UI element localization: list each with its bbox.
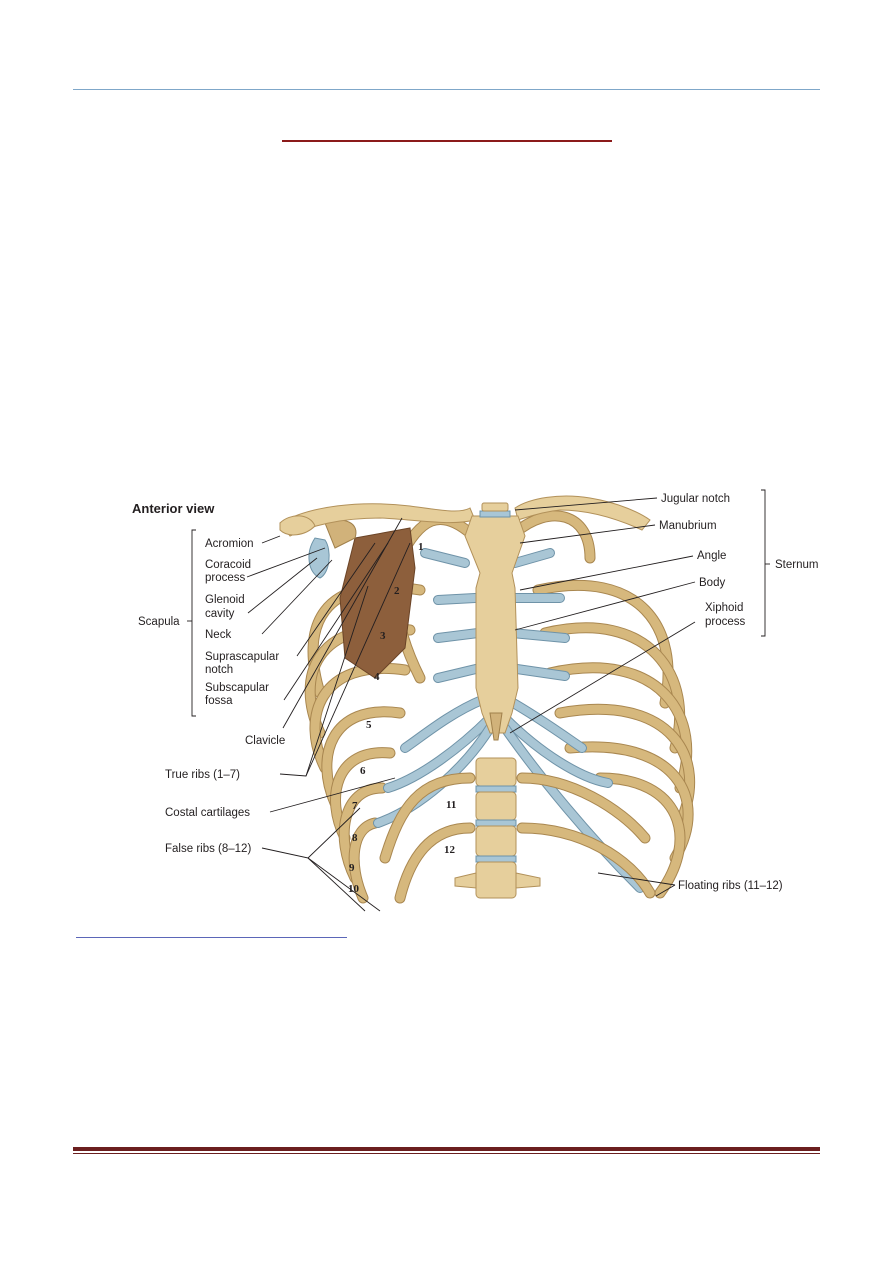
rib-number-11: 11 [446,799,456,811]
footer-rule-thin [73,1153,820,1154]
label-manubrium: Manubrium [659,520,717,532]
thoracic-cage-illustration [279,495,696,904]
rib-number-10: 10 [348,883,360,895]
label-false-ribs: False ribs (8–12) [165,843,251,855]
label-suprascapular-line1: Suprascapular [205,651,279,663]
label-suprascapular-line2: notch [205,664,233,676]
label-scapula: Scapula [138,616,180,628]
label-subscapular-line2: fossa [205,695,233,707]
rib-number-6: 6 [360,765,366,777]
left-ribs [304,581,426,904]
rib-numbers: 1 2 3 4 5 6 7 8 9 10 11 12 [348,541,456,895]
rib-number-12: 12 [444,844,456,856]
title-underline [282,140,612,142]
footer-rule-thick [73,1147,820,1151]
thoracic-cage-figure: 1 2 3 4 5 6 7 8 9 10 11 12 [120,478,832,914]
header-rule [73,89,820,90]
costal-cartilages [373,548,645,893]
label-glenoid-line2: cavity [205,608,235,620]
label-neck: Neck [205,629,231,641]
sternum [464,502,526,741]
right-ribs [532,579,696,899]
rib-number-3: 3 [380,630,386,642]
rib-number-8: 8 [352,832,358,844]
label-subscapular-line1: Subscapular [205,682,269,694]
label-jugular-notch: Jugular notch [661,493,730,505]
label-glenoid-line1: Glenoid [205,594,245,606]
rib-number-5: 5 [366,719,372,731]
label-coracoid-line2: process [205,572,246,584]
label-angle: Angle [697,550,726,562]
rib-number-1: 1 [418,541,424,553]
rib-number-7: 7 [352,800,358,812]
label-true-ribs: True ribs (1–7) [165,769,240,781]
label-sternum: Sternum [775,559,818,571]
floating-ribs [379,772,656,904]
rib-number-2: 2 [394,585,400,597]
rib-number-9: 9 [349,862,355,874]
view-title: Anterior view [132,501,215,516]
label-xiphoid-line2: process [705,616,746,628]
label-costal-cartilages: Costal cartilages [165,807,250,819]
label-body: Body [699,577,725,589]
label-xiphoid-line1: Xiphoid [705,602,743,614]
leader-lines [187,489,770,912]
label-acromion: Acromion [205,538,254,550]
footnote-rule [76,937,347,938]
label-coracoid-line1: Coracoid [205,559,251,571]
label-floating-ribs: Floating ribs (11–12) [678,880,783,892]
label-clavicle: Clavicle [245,735,285,747]
rib-number-4: 4 [374,671,380,683]
vertebral-column [454,757,541,899]
